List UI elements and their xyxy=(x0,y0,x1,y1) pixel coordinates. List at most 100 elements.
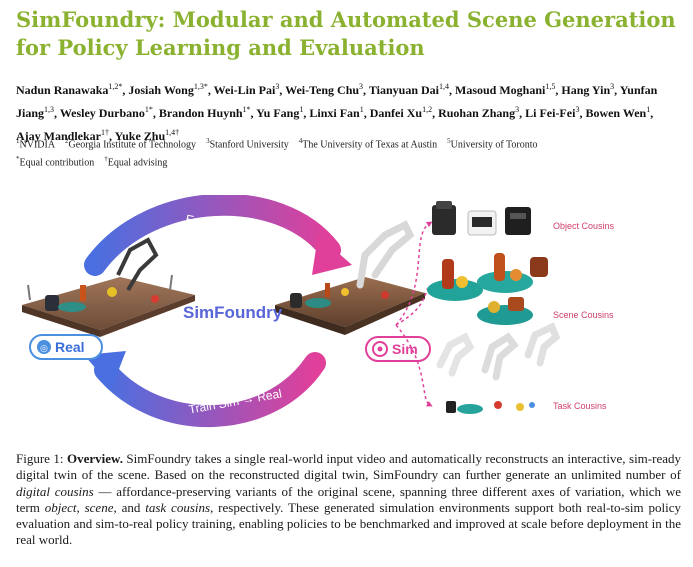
author-separator: , xyxy=(54,106,60,120)
author-separator: , xyxy=(250,106,257,120)
author-affiliation-mark: 1,2* xyxy=(108,82,123,91)
author-name: Wei-Teng Chu xyxy=(285,83,360,97)
author-affiliation-mark: 3 xyxy=(515,105,520,114)
globe-icon: ◎ xyxy=(40,343,48,353)
bottom-arc-arrowhead xyxy=(84,351,126,387)
contributions-name: Equal advising xyxy=(107,157,168,169)
author-separator: , xyxy=(303,106,310,120)
gear-icon xyxy=(377,346,383,352)
author-name: Li Fei-Fei xyxy=(525,106,576,120)
author-name: Ajay Mandlekar xyxy=(16,129,101,143)
affiliations-name: Stanford University xyxy=(209,139,289,151)
author-name: Tianyuan Dai xyxy=(368,83,439,97)
caption-em-3: scene xyxy=(84,499,114,515)
caption-text-3: , xyxy=(76,499,85,515)
author-separator: , xyxy=(363,106,370,120)
caption-text-1: SimFoundry takes a single real-world inp… xyxy=(16,451,681,483)
caption-em-4: task cousins xyxy=(145,499,211,515)
title-line-1: SimFoundry: Modular and Automated Scene … xyxy=(16,7,676,32)
object-cousins-images xyxy=(432,201,531,236)
simfoundry-logo: SimFoundry xyxy=(183,303,283,322)
affiliations-mark: 2 xyxy=(65,137,69,145)
author-name: Wei-Lin Pai xyxy=(213,83,276,97)
affiliations-name: The University of Texas at Austin xyxy=(302,139,438,151)
figure-svg: Eval Real → Sim Train Sim → Real SimFoun… xyxy=(22,193,615,428)
caption-bold: Overview. xyxy=(66,451,123,466)
object-cousins-label: Object Cousins xyxy=(553,221,615,231)
author-affiliation-mark: 1 xyxy=(299,105,304,114)
svg-text:Scene Cousins: Scene Cousins xyxy=(553,310,614,320)
real-badge: ◎ Real xyxy=(29,334,103,360)
author-list: Nadun Ranawaka1,2*, Josiah Wong1,3*, Wei… xyxy=(16,77,678,146)
svg-text:Object Cousins: Object Cousins xyxy=(553,221,615,231)
figure-caption: Figure 1: Overview. SimFoundry takes a s… xyxy=(16,451,681,549)
author-affiliation-mark: 1† xyxy=(101,128,109,137)
affiliations-mark: 5 xyxy=(447,137,451,145)
author-separator: , xyxy=(555,83,562,97)
sim-scene-image xyxy=(275,220,425,335)
real-label: Real xyxy=(55,339,85,355)
contributions-name: Equal contribution xyxy=(19,157,95,169)
author-affiliation-mark: 1,4† xyxy=(165,128,180,137)
task-cousins-label: Task Cousins xyxy=(553,401,607,411)
author-separator: , xyxy=(279,83,286,97)
sim-badge: Sim xyxy=(365,336,431,362)
author-name: Nadun Ranawaka xyxy=(16,83,109,97)
author-name: Bowen Wen xyxy=(585,106,647,120)
author-separator: , xyxy=(519,106,526,120)
author-affiliation-mark: 1* xyxy=(144,105,153,114)
caption-em-2: object xyxy=(44,499,77,515)
caption-em-1: digital cousins xyxy=(16,483,94,499)
contributions-mark: * xyxy=(16,155,20,164)
author-name: Danfei Xu xyxy=(369,106,423,120)
top-arc xyxy=(84,193,341,276)
author-name: Masoud Moghani xyxy=(455,83,546,97)
author-affiliation-mark: 1 xyxy=(359,105,364,114)
svg-text:SimFoundry: SimFoundry xyxy=(183,303,283,322)
paper-title: SimFoundry: Modular and Automated Scene … xyxy=(16,6,676,62)
affiliations: 1NVIDIA 2Georgia Institute of Technology… xyxy=(16,134,678,171)
author-affiliation-mark: 1 xyxy=(646,105,651,114)
svg-text:Real: Real xyxy=(55,339,85,355)
author-affiliation-mark: 3 xyxy=(275,82,280,91)
author-affiliation-mark: 3 xyxy=(575,105,580,114)
scene-cousins-label: Scene Cousins xyxy=(553,310,614,320)
author-name: Linxi Fan xyxy=(309,106,360,120)
author-affiliation-mark: 1* xyxy=(242,105,251,114)
author-name: Josiah Wong xyxy=(128,83,194,97)
author-separator: , xyxy=(109,129,115,143)
cousin-connectors xyxy=(395,221,433,407)
affiliations-mark: 1 xyxy=(16,137,20,145)
author-separator: , xyxy=(614,83,620,97)
top-arc-arrowhead xyxy=(312,235,352,275)
affiliations-name: NVIDIA xyxy=(19,139,56,151)
author-name: Brandon Huynh xyxy=(158,106,243,120)
svg-text:Sim: Sim xyxy=(392,341,418,357)
author-affiliation-mark: 1,5 xyxy=(545,82,556,91)
affiliation-line: 1NVIDIA 2Georgia Institute of Technology… xyxy=(16,134,678,152)
contribution-line: *Equal contribution †Equal advising xyxy=(16,152,678,170)
caption-text-2: — affordance-preserving variants of the … xyxy=(16,483,681,515)
author-name: Ruohan Zhang xyxy=(438,106,516,120)
affiliations-mark: 4 xyxy=(298,137,303,145)
author-separator: , xyxy=(579,106,586,120)
author-affiliation-mark: 1,3 xyxy=(44,105,55,114)
author-name: Hang Yin xyxy=(561,83,611,97)
scene-cousins-images xyxy=(427,253,548,325)
author-separator: , xyxy=(152,106,159,120)
contributions-mark: † xyxy=(104,155,108,164)
author-separator: , xyxy=(122,83,129,97)
caption-text-4: , and xyxy=(113,499,146,515)
author-separator: , xyxy=(207,83,214,97)
overview-figure: Eval Real → Sim Train Sim → Real SimFoun… xyxy=(0,193,693,445)
author-affiliation-mark: 1,2 xyxy=(422,105,433,114)
task-cousins-images xyxy=(436,322,561,414)
real-scene-image xyxy=(22,237,195,337)
sim-label: Sim xyxy=(392,341,418,357)
author-affiliation-mark: 3 xyxy=(610,82,615,91)
author-affiliation-mark: 3 xyxy=(359,82,364,91)
author-name: Yunfan Jiang xyxy=(16,83,658,120)
author-separator: , xyxy=(449,83,455,97)
title-line-2: for Policy Learning and Evaluation xyxy=(16,35,425,60)
author-separator: , xyxy=(650,106,654,120)
